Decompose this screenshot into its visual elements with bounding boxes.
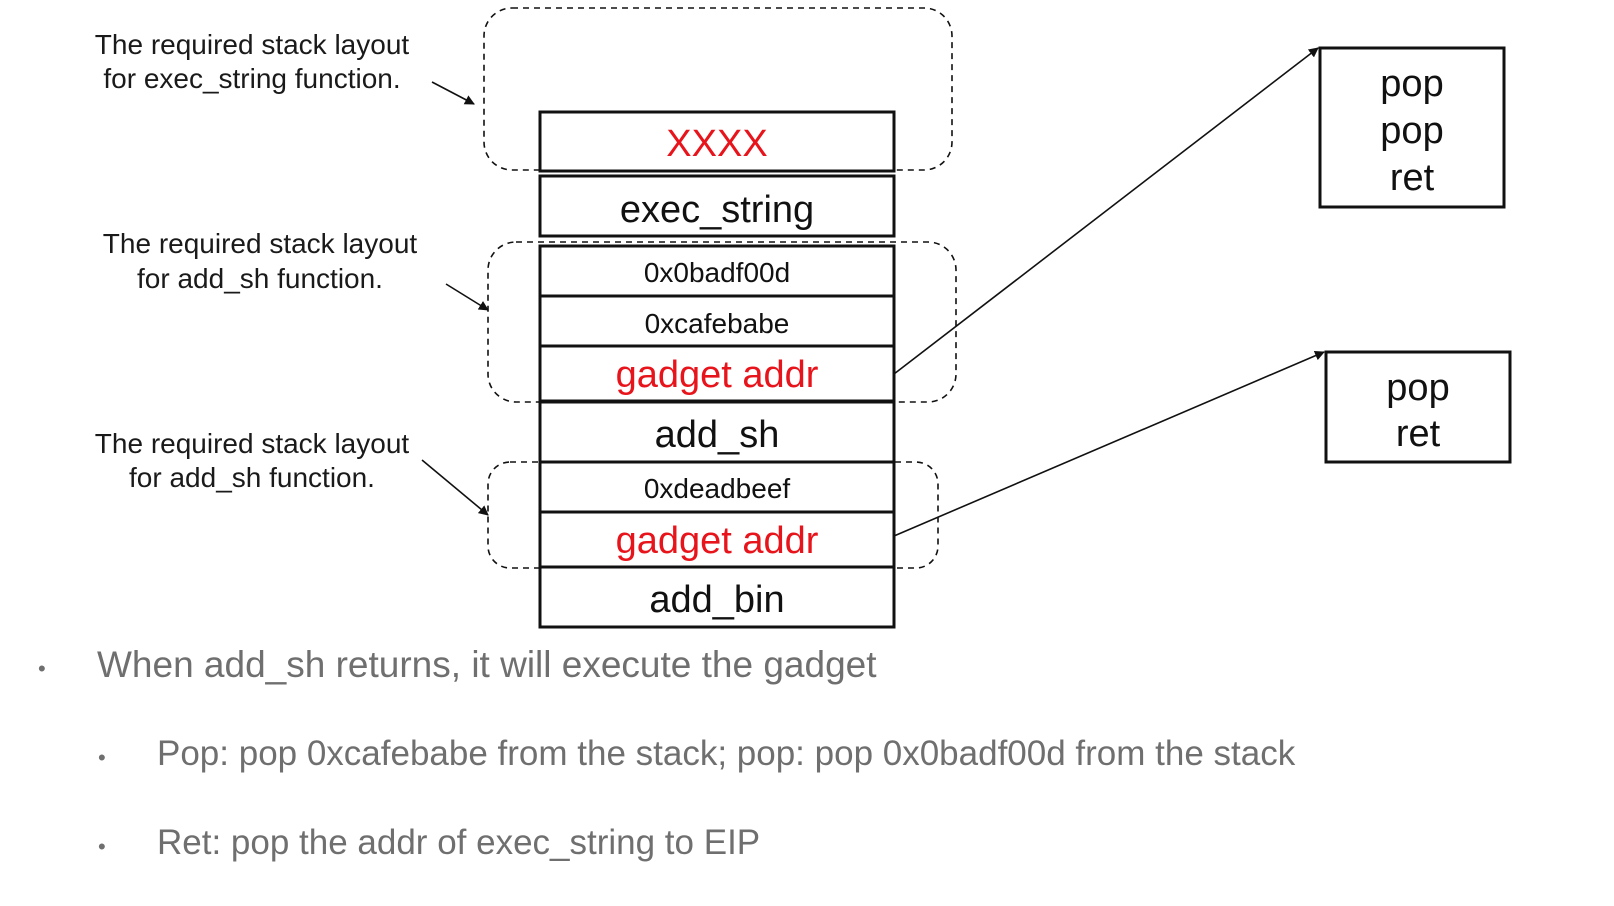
gadget-instruction: pop <box>1380 63 1443 105</box>
stack-cell-label: 0xcafebabe <box>645 308 790 339</box>
note-exec-string-layout: The required stack layout for exec_strin… <box>95 29 410 94</box>
stack-cell-0x0badf00d: 0x0badf00d <box>538 244 896 298</box>
note-line: for add_sh function. <box>129 462 375 493</box>
gadget-pop-ret: pop ret <box>1324 350 1512 464</box>
gadget-pop-pop-ret: pop pop ret <box>1318 46 1506 209</box>
stack-cell-gadget-addr-1: gadget addr <box>538 344 896 403</box>
gadget-instruction: ret <box>1396 413 1441 455</box>
stack-cell-label: exec_string <box>620 189 814 231</box>
note-arrow-add-sh-bottom <box>421 459 489 516</box>
stack-cell-0xdeadbeef: 0xdeadbeef <box>538 460 896 514</box>
pointer-arrow-to-pop-pop-ret <box>893 47 1319 375</box>
stack-cell-label: 0x0badf00d <box>644 257 790 288</box>
note-arrow-exec-string <box>431 81 475 105</box>
stack-cell-gadget-addr-2: gadget addr <box>538 510 896 569</box>
pointer-arrow-to-pop-ret <box>893 350 1325 537</box>
gadget-instruction: pop <box>1380 110 1443 152</box>
gadget-instruction: ret <box>1390 157 1435 199</box>
stack-cell-label: gadget addr <box>616 354 819 396</box>
note-arrow-add-sh-top <box>445 283 489 311</box>
gadget-instruction: pop <box>1386 367 1449 409</box>
stack-cell-label: XXXX <box>666 123 767 165</box>
note-line: The required stack layout <box>103 228 418 259</box>
exec-string-layout-outline <box>483 7 953 171</box>
add-sh-layout-outline-top <box>487 241 957 403</box>
note-add-sh-layout-bottom: The required stack layout for add_sh fun… <box>95 428 410 493</box>
stack-cell-add-bin: add_bin <box>538 565 896 629</box>
note-line: The required stack layout <box>95 428 410 459</box>
stack-cell-label: add_bin <box>649 579 784 621</box>
note-line: The required stack layout <box>95 29 410 60</box>
note-line: for add_sh function. <box>137 263 383 294</box>
stack-cell-add-sh: add_sh <box>538 400 896 464</box>
stack-cell-exec-string: exec_string <box>538 174 896 238</box>
note-add-sh-layout-top: The required stack layout for add_sh fun… <box>103 228 418 294</box>
stack-cell-xxxx: XXXX <box>538 110 896 173</box>
stack-cell-label: add_sh <box>655 414 780 456</box>
stack-cell-label: 0xdeadbeef <box>644 473 791 504</box>
note-line: for exec_string function. <box>103 63 400 94</box>
stack-cell-label: gadget addr <box>616 520 819 562</box>
stack-cell-0xcafebabe: 0xcafebabe <box>538 294 896 348</box>
